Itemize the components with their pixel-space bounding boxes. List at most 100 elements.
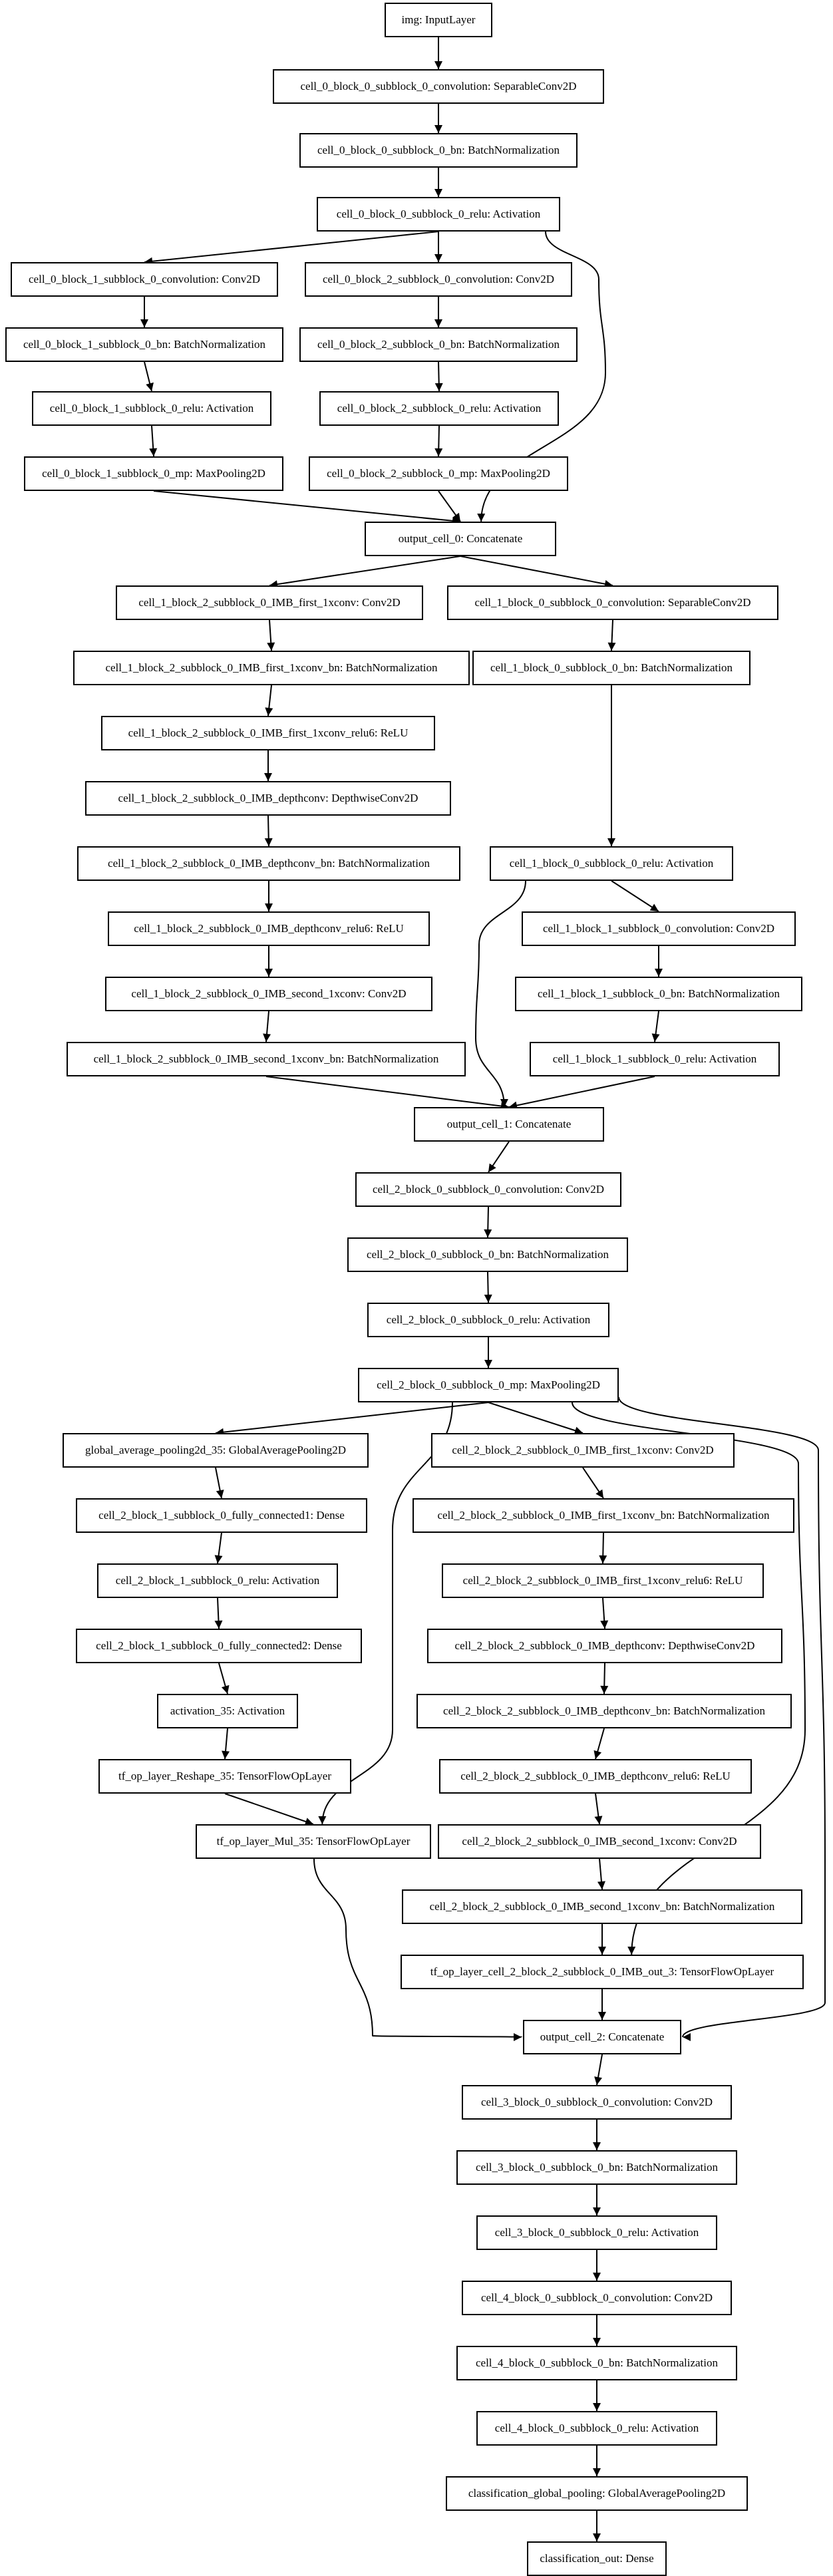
- edge-n3-n5: [434, 232, 442, 262]
- node-cell0-b2-conv: cell_0_block_2_subblock_0_convolution: C…: [305, 262, 572, 297]
- edge-n48-n49: [594, 2054, 603, 2086]
- node-cell1-b2-imb-first-conv: cell_1_block_2_subblock_0_IMB_first_1xco…: [116, 585, 423, 620]
- node-cell2-b1-relu: cell_2_block_1_subblock_0_relu: Activati…: [97, 1563, 338, 1598]
- edge-n53-n54: [593, 2380, 601, 2411]
- node-cell0-bn: cell_0_block_0_subblock_0_bn: BatchNorma…: [299, 133, 578, 168]
- edge-n41-n43: [593, 1728, 605, 1760]
- node-cell2-b2-imb-first-bn: cell_2_block_2_subblock_0_IMB_first_1xco…: [413, 1498, 794, 1533]
- edge-n47-n48: [598, 1989, 606, 2020]
- edge-n49-n50: [593, 2120, 601, 2150]
- edge-n5-n7: [434, 297, 442, 327]
- edge-n18-n19: [264, 815, 273, 847]
- node-cell0-b2-mp: cell_0_block_2_subblock_0_mp: MaxPooling…: [309, 456, 568, 491]
- edge-n0-n1: [434, 37, 442, 69]
- node-cell0-b1-bn: cell_0_block_1_subblock_0_bn: BatchNorma…: [5, 327, 283, 362]
- edge-n12-n13: [269, 556, 461, 589]
- edge-n8-n10: [149, 425, 158, 457]
- edge-n50-n51: [593, 2185, 601, 2215]
- edge-n14-n16: [607, 619, 616, 651]
- node-global-avg-pool-35: global_average_pooling2d_35: GlobalAvera…: [63, 1433, 369, 1468]
- node-classification-global-pooling: classification_global_pooling: GlobalAve…: [446, 2476, 748, 2511]
- node-tf-mul-35: tf_op_layer_Mul_35: TensorFlowOpLayer: [196, 1824, 431, 1859]
- node-cell1-bn: cell_1_block_0_subblock_0_bn: BatchNorma…: [472, 651, 750, 685]
- edge-n44-n48: [313, 1858, 522, 2041]
- node-cell2-bn: cell_2_block_0_subblock_0_bn: BatchNorma…: [347, 1237, 628, 1272]
- edge-n52-n53: [593, 2315, 601, 2346]
- node-cell0-b1-mp: cell_0_block_1_subblock_0_mp: MaxPooling…: [24, 456, 283, 491]
- edge-n1-n2: [434, 104, 442, 133]
- node-cell2-b2-imb-second-conv: cell_2_block_2_subblock_0_IMB_second_1xc…: [438, 1824, 761, 1859]
- edge-n46-n47: [598, 1924, 606, 1955]
- node-cell1-b1-relu: cell_1_block_1_subblock_0_relu: Activati…: [530, 1042, 780, 1076]
- node-cell2-relu: cell_2_block_0_subblock_0_relu: Activati…: [367, 1303, 609, 1337]
- edge-n31-n44: [318, 1402, 453, 1825]
- edge-n40-n42: [222, 1728, 230, 1760]
- edge-n54-n55: [593, 2446, 601, 2476]
- node-cell4-bn: cell_4_block_0_subblock_0_bn: BatchNorma…: [456, 2346, 737, 2380]
- node-img-input: img: InputLayer: [385, 3, 492, 37]
- edge-n51-n52: [593, 2250, 601, 2281]
- node-cell1-b2-imb-depthconv-relu6: cell_1_block_2_subblock_0_IMB_depthconv_…: [108, 911, 430, 946]
- node-cell0-b2-bn: cell_0_block_2_subblock_0_bn: BatchNorma…: [299, 327, 578, 362]
- edge-n27-n28: [488, 1141, 510, 1173]
- edge-n26-n27: [508, 1076, 655, 1110]
- node-cell1-b2-imb-first-relu6: cell_1_block_2_subblock_0_IMB_first_1xco…: [101, 716, 435, 750]
- node-cell0-b1-relu: cell_0_block_1_subblock_0_relu: Activati…: [32, 391, 271, 426]
- edge-n23-n25: [263, 1011, 271, 1043]
- edge-n32-n34: [215, 1467, 224, 1499]
- edge-n3-n4: [144, 231, 439, 265]
- node-cell2-b2-imb-depthconv-relu6: cell_2_block_2_subblock_0_IMB_depthconv_…: [439, 1759, 752, 1794]
- node-cell2-b2-imb-depthconv: cell_2_block_2_subblock_0_IMB_depthconv:…: [427, 1629, 782, 1663]
- node-cell3-bn: cell_3_block_0_subblock_0_bn: BatchNorma…: [456, 2150, 737, 2185]
- edge-n19-n21: [265, 881, 273, 911]
- edge-n36-n38: [214, 1597, 223, 1629]
- node-cell2-b2-imb-first-relu6: cell_2_block_2_subblock_0_IMB_first_1xco…: [442, 1563, 764, 1598]
- node-output-cell0: output_cell_0: Concatenate: [365, 522, 556, 556]
- node-tf-imb-out-3: tf_op_layer_cell_2_block_2_subblock_0_IM…: [401, 1955, 804, 1989]
- edge-n20-n22: [611, 880, 659, 912]
- edge-n29-n30: [484, 1271, 492, 1303]
- node-cell0-b2-relu: cell_0_block_2_subblock_0_relu: Activati…: [319, 391, 559, 426]
- node-cell1-b2-imb-depthconv: cell_1_block_2_subblock_0_IMB_depthconv:…: [85, 781, 451, 816]
- node-cell1-b2-imb-second-bn: cell_1_block_2_subblock_0_IMB_second_1xc…: [67, 1042, 466, 1076]
- edge-n25-n27: [265, 1076, 510, 1110]
- edge-n9-n11: [434, 425, 443, 457]
- edge-n31-n48: [618, 1396, 826, 2041]
- node-cell1-b1-bn: cell_1_block_1_subblock_0_bn: BatchNorma…: [515, 977, 802, 1011]
- node-cell2-b2-imb-first-conv: cell_2_block_2_subblock_0_IMB_first_1xco…: [431, 1433, 735, 1468]
- node-cell2-mp: cell_2_block_0_subblock_0_mp: MaxPooling…: [358, 1368, 619, 1402]
- node-cell1-b1-conv: cell_1_block_1_subblock_0_convolution: C…: [522, 911, 796, 946]
- node-cell2-conv: cell_2_block_0_subblock_0_convolution: C…: [355, 1172, 621, 1207]
- edge-n45-n46: [597, 1858, 605, 1890]
- edge-n17-n18: [264, 750, 272, 781]
- edge-n10-n12: [153, 490, 461, 525]
- edge-n34-n36: [214, 1532, 223, 1564]
- node-cell1-sepconv: cell_1_block_0_subblock_0_convolution: S…: [447, 585, 778, 620]
- edge-n16-n20: [607, 685, 615, 846]
- edge-n7-n9: [434, 361, 443, 392]
- node-tf-reshape-35: tf_op_layer_Reshape_35: TensorFlowOpLaye…: [98, 1759, 351, 1794]
- node-cell3-relu: cell_3_block_0_subblock_0_relu: Activati…: [476, 2215, 717, 2250]
- node-cell2-b1-fc1: cell_2_block_1_subblock_0_fully_connecte…: [76, 1498, 367, 1533]
- edge-n31-n33: [488, 1402, 583, 1435]
- node-classification-out: classification_out: Dense: [527, 2541, 667, 2576]
- node-cell1-b2-imb-depthconv-bn: cell_1_block_2_subblock_0_IMB_depthconv_…: [77, 846, 460, 881]
- node-output-cell2: output_cell_2: Concatenate: [523, 2020, 681, 2054]
- node-cell2-b1-fc2: cell_2_block_1_subblock_0_fully_connecte…: [76, 1629, 362, 1663]
- edge-n21-n23: [265, 946, 273, 977]
- edge-n35-n37: [599, 1532, 607, 1564]
- node-cell1-b2-imb-first-bn: cell_1_block_2_subblock_0_IMB_first_1xco…: [73, 651, 470, 685]
- node-output-cell1: output_cell_1: Concatenate: [414, 1107, 604, 1142]
- edge-n13-n15: [267, 619, 275, 651]
- node-cell4-conv: cell_4_block_0_subblock_0_convolution: C…: [462, 2281, 732, 2315]
- edge-n4-n6: [140, 297, 148, 327]
- node-activation-35: activation_35: Activation: [157, 1694, 298, 1728]
- node-cell2-b2-imb-second-bn: cell_2_block_2_subblock_0_IMB_second_1xc…: [402, 1889, 802, 1924]
- edge-n31-n47: [572, 1402, 806, 1955]
- edge-n2-n3: [434, 168, 442, 197]
- edge-n24-n26: [651, 1011, 660, 1043]
- node-cell3-conv: cell_3_block_0_subblock_0_convolution: C…: [462, 2085, 732, 2120]
- node-cell1-b2-imb-second-conv: cell_1_block_2_subblock_0_IMB_second_1xc…: [105, 977, 432, 1011]
- edge-n33-n35: [582, 1467, 604, 1499]
- edge-n20-n27: [474, 880, 526, 1108]
